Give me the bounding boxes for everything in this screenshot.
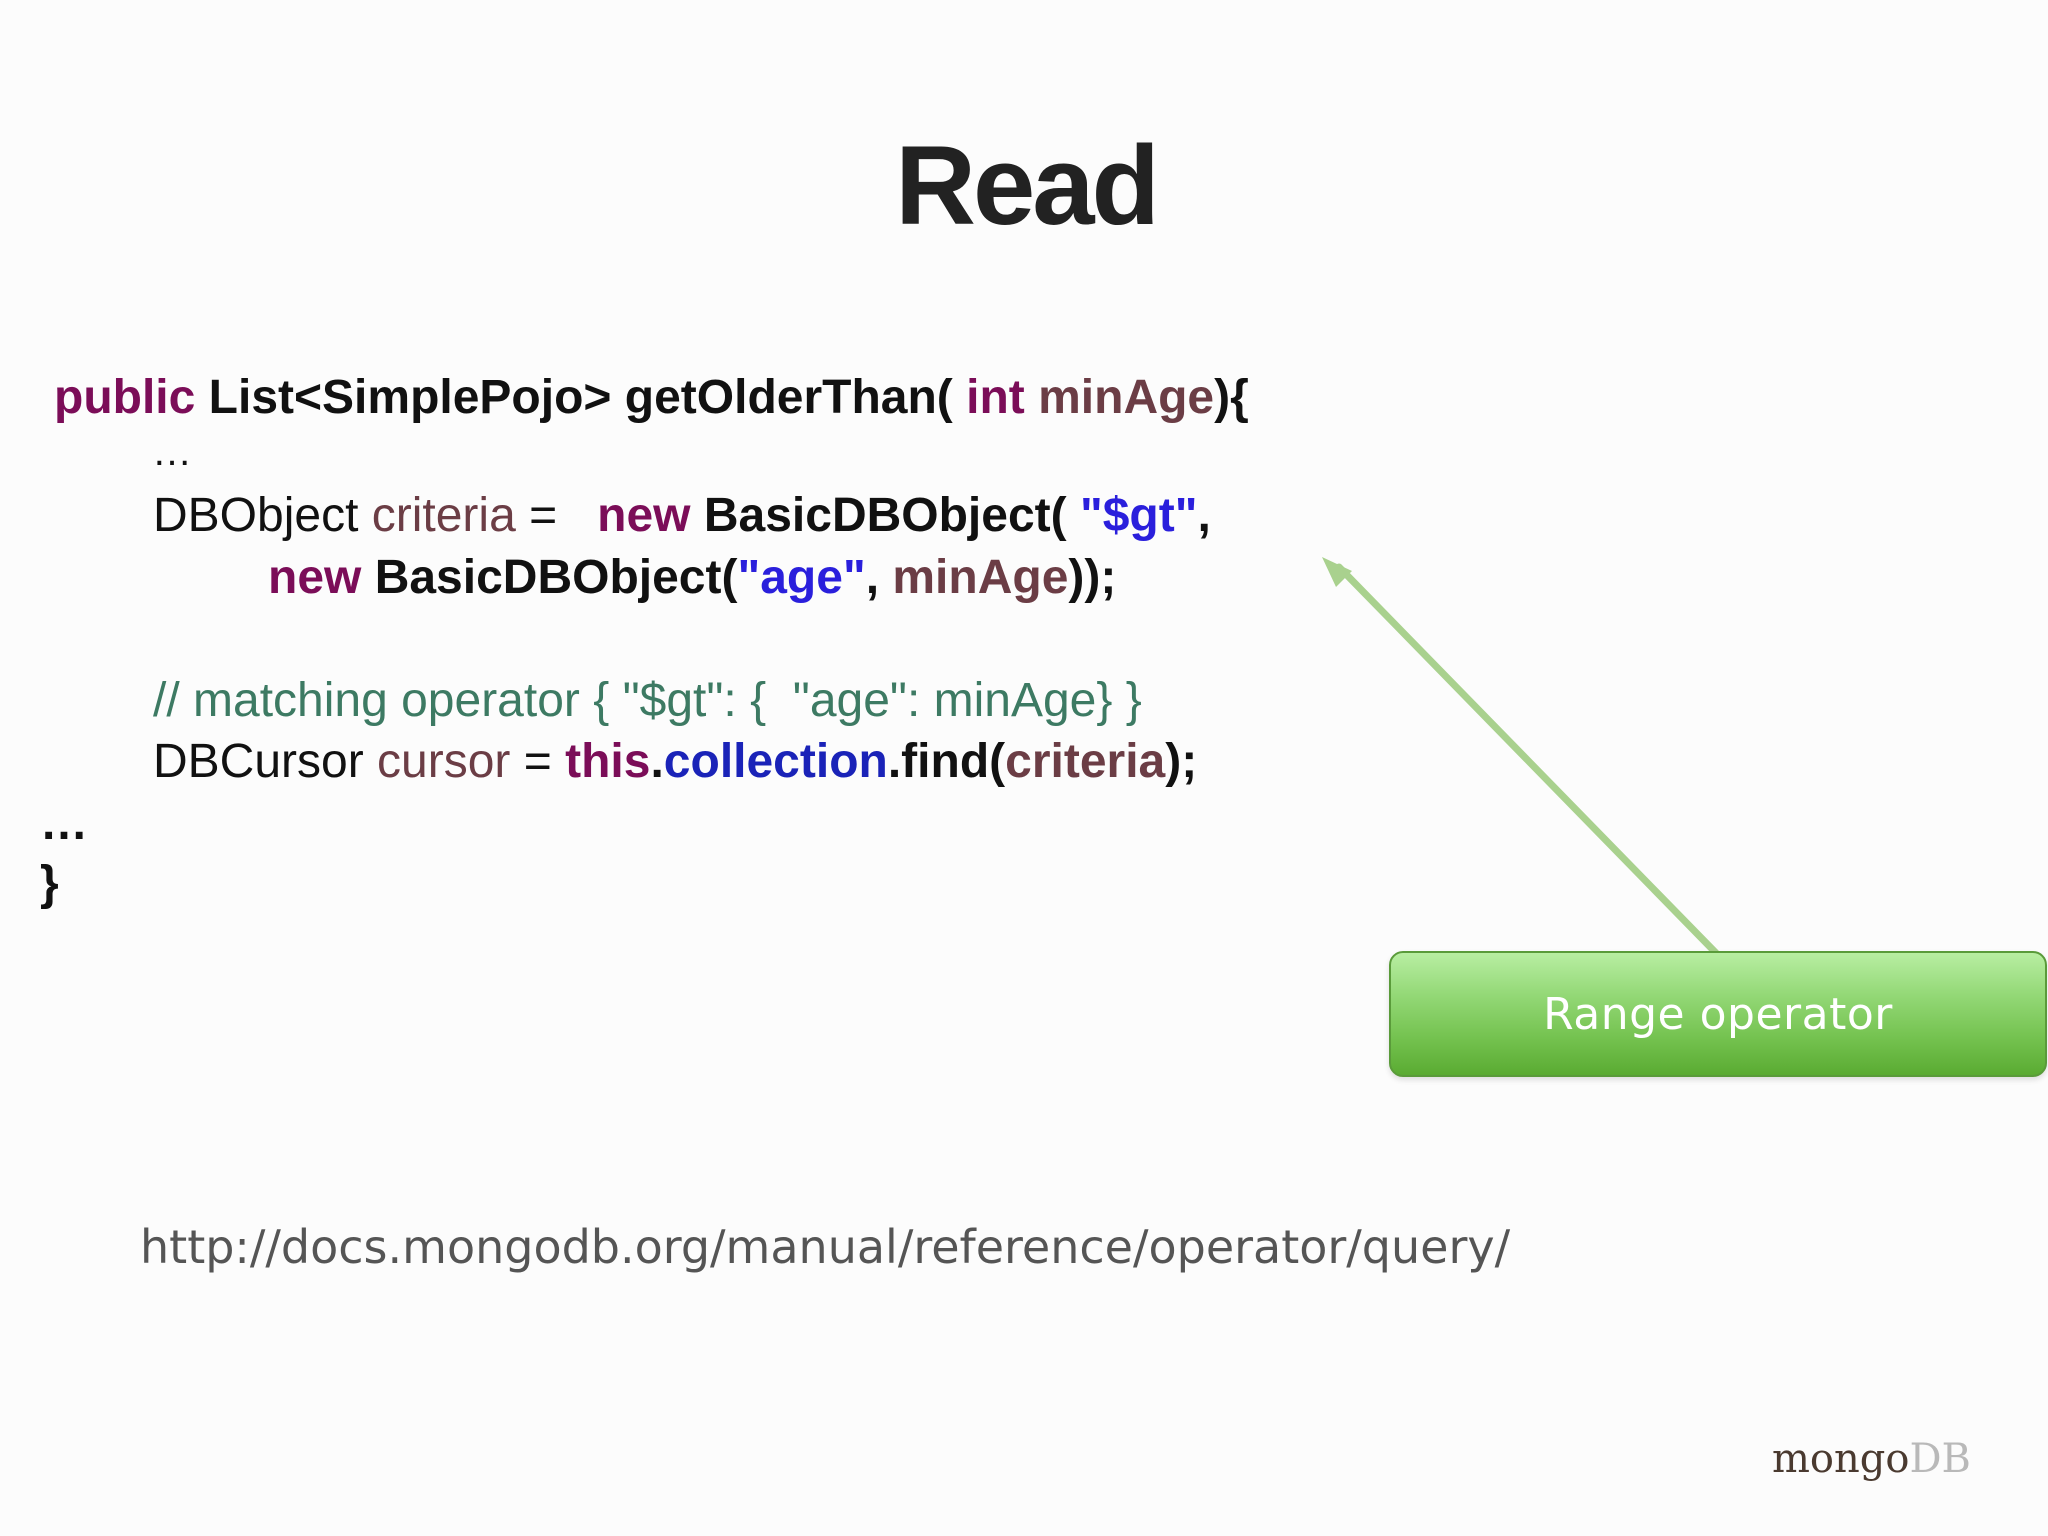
logo-mongo-text: mongo	[1772, 1436, 1910, 1482]
code-comma: ,	[1197, 489, 1211, 542]
code-keyword-new-nested: new	[268, 551, 362, 604]
code-arg-minage: minAge	[892, 551, 1069, 604]
range-operator-callout: Range operator	[1389, 951, 2047, 1077]
code-string-gt: "$gt"	[1079, 489, 1198, 542]
code-line-nested-object: new BasicDBObject("age", minAge));	[268, 554, 1116, 602]
code-assign: =	[515, 489, 598, 542]
code-keyword-int: int	[966, 371, 1025, 424]
code-line-ellipsis-outer: …	[40, 797, 88, 850]
mongodb-logo: mongoDB	[1772, 1436, 1971, 1482]
code-line-signature: public List<SimplePojo> getOlderThan( in…	[54, 374, 1249, 422]
code-type-dbcursor: DBCursor	[153, 735, 378, 788]
code-block: public List<SimplePojo> getOlderThan( in…	[0, 0, 1400, 960]
code-signature-end: ){	[1214, 371, 1249, 424]
code-dot: .	[650, 735, 664, 788]
code-var-criteria: criteria	[371, 489, 516, 542]
code-line-criteria: DBObject criteria = new BasicDBObject( "…	[153, 492, 1211, 540]
code-keyword-new: new	[597, 489, 691, 542]
code-arg-criteria: criteria	[1005, 735, 1166, 788]
code-var-cursor: cursor	[377, 735, 511, 788]
code-ctor-basicdbobject: BasicDBObject(	[690, 489, 1080, 542]
code-assign-cursor: =	[510, 735, 566, 788]
code-keyword-this: this	[565, 735, 651, 788]
code-signature-type: List<SimplePojo> getOlderThan(	[195, 371, 967, 424]
code-type-dbobject: DBObject	[153, 489, 372, 542]
code-line-closing-brace: }	[40, 857, 59, 910]
docs-link[interactable]: http://docs.mongodb.org/manual/reference…	[140, 1220, 1511, 1274]
code-nested-end: ));	[1068, 551, 1117, 604]
code-field-collection: collection	[663, 735, 888, 788]
code-line-comment: // matching operator { "$gt": { "age": m…	[153, 674, 1142, 727]
code-line-cursor: DBCursor cursor = this.collection.find(c…	[153, 738, 1197, 786]
code-call-find: .find(	[887, 735, 1006, 788]
logo-db-text: DB	[1909, 1436, 1971, 1482]
code-string-age: "age"	[737, 551, 866, 604]
code-ctor-basicdbobject-nested: BasicDBObject(	[361, 551, 738, 604]
code-line-ellipsis-inner: …	[152, 430, 192, 474]
code-keyword-public: public	[54, 371, 196, 424]
callout-label: Range operator	[1543, 988, 1893, 1040]
slide-title: Read	[895, 123, 1160, 248]
code-comma-nested: ,	[865, 551, 893, 604]
code-cursor-end: );	[1165, 735, 1198, 788]
code-param-minage: minAge	[1024, 371, 1215, 424]
